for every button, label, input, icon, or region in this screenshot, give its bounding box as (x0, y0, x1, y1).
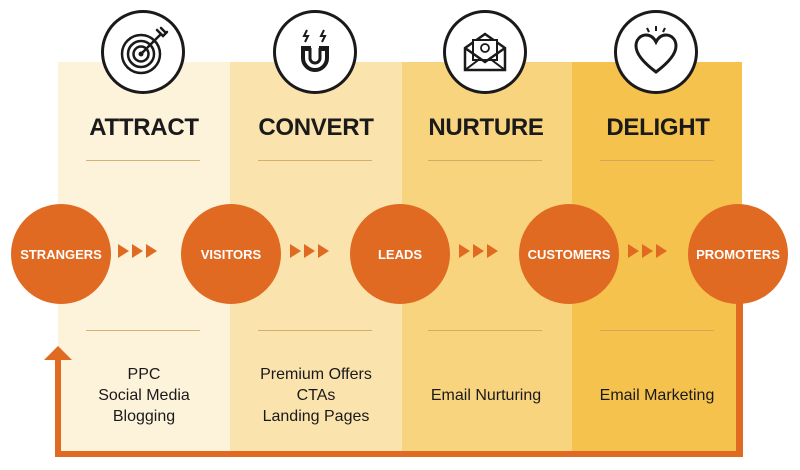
arrow-icon (118, 244, 129, 258)
stage-title-attract: ATTRACT (89, 114, 199, 141)
divider (600, 330, 714, 331)
loop-arrowhead-icon (44, 346, 72, 360)
arrow-icon (318, 244, 329, 258)
arrow-icon (473, 244, 484, 258)
tactic-item: Landing Pages (262, 408, 370, 425)
target-icon (101, 10, 185, 94)
divider (428, 160, 542, 161)
flow-arrows (628, 244, 667, 258)
tactics-convert: Premium Offers CTAs Landing Pages (230, 364, 402, 427)
stage-title-delight: DELIGHT (606, 114, 710, 141)
stage-title-nurture: NURTURE (428, 114, 544, 141)
tactic-item: Email Nurturing (430, 387, 542, 404)
divider (258, 160, 372, 161)
loop-line-bottom (55, 451, 743, 457)
divider (86, 330, 200, 331)
arrow-icon (487, 244, 498, 258)
tactic-item: Blogging (112, 408, 176, 425)
arrow-icon (459, 244, 470, 258)
flow-arrows (118, 244, 157, 258)
node-leads: LEADS (350, 204, 450, 304)
node-customers: CUSTOMERS (519, 204, 619, 304)
flow-arrows (459, 244, 498, 258)
tactics-attract: PPC Social Media Blogging (58, 364, 230, 427)
stage-title-convert: CONVERT (258, 114, 374, 141)
divider (86, 160, 200, 161)
tactics-nurture: Email Nurturing (400, 385, 572, 406)
arrow-icon (656, 244, 667, 258)
node-visitors: VISITORS (181, 204, 281, 304)
node-strangers: STRANGERS (11, 204, 111, 304)
arrow-icon (642, 244, 653, 258)
tactic-item: Premium Offers (260, 366, 372, 383)
envelope-icon (443, 10, 527, 94)
arrow-icon (628, 244, 639, 258)
arrow-icon (146, 244, 157, 258)
loop-line-left (55, 358, 61, 457)
tactics-delight: Email Marketing (571, 385, 743, 406)
divider (428, 330, 542, 331)
flow-arrows (290, 244, 329, 258)
divider (600, 160, 714, 161)
divider (258, 330, 372, 331)
tactic-item: Social Media (98, 387, 190, 404)
loop-line-right (736, 290, 743, 457)
arrow-icon (132, 244, 143, 258)
node-promoters: PROMOTERS (688, 204, 788, 304)
tactic-item: CTAs (296, 387, 336, 404)
arrow-icon (304, 244, 315, 258)
tactic-item: PPC (127, 366, 161, 383)
tactic-item: Email Marketing (599, 387, 715, 404)
heart-icon (614, 10, 698, 94)
arrow-icon (290, 244, 301, 258)
magnet-icon (273, 10, 357, 94)
